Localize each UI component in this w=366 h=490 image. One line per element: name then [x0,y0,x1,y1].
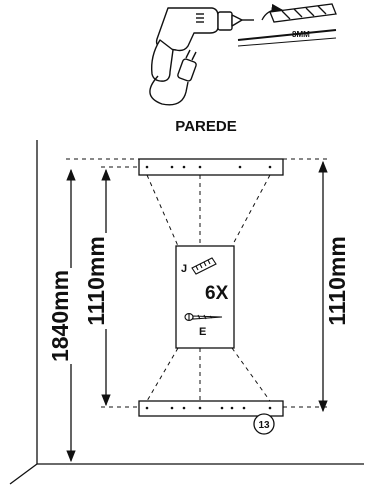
top-mounting-rail [138,158,284,176]
wall-plug-icon [191,257,217,275]
guide-lines [66,158,330,408]
step-number-label: 13 [258,420,270,431]
drill-bit-icon [237,3,337,47]
drill-bit-size-label: 8MM [292,30,310,39]
wall-label: PAREDE [175,118,236,135]
drill-icon [149,7,254,106]
screw-icon [184,313,223,321]
screw-part-letter: E [199,326,206,338]
dowel-part-letter: J [181,263,187,275]
step-number-badge [253,413,275,435]
total-height-label: 1840mm [47,270,73,362]
bottom-mounting-rail [138,400,284,417]
right-spacing-label: 1110mm [324,236,350,326]
wall-corner [9,140,364,485]
left-spacing-label: 1110mm [83,236,109,326]
quantity-label: 6X [205,283,229,304]
